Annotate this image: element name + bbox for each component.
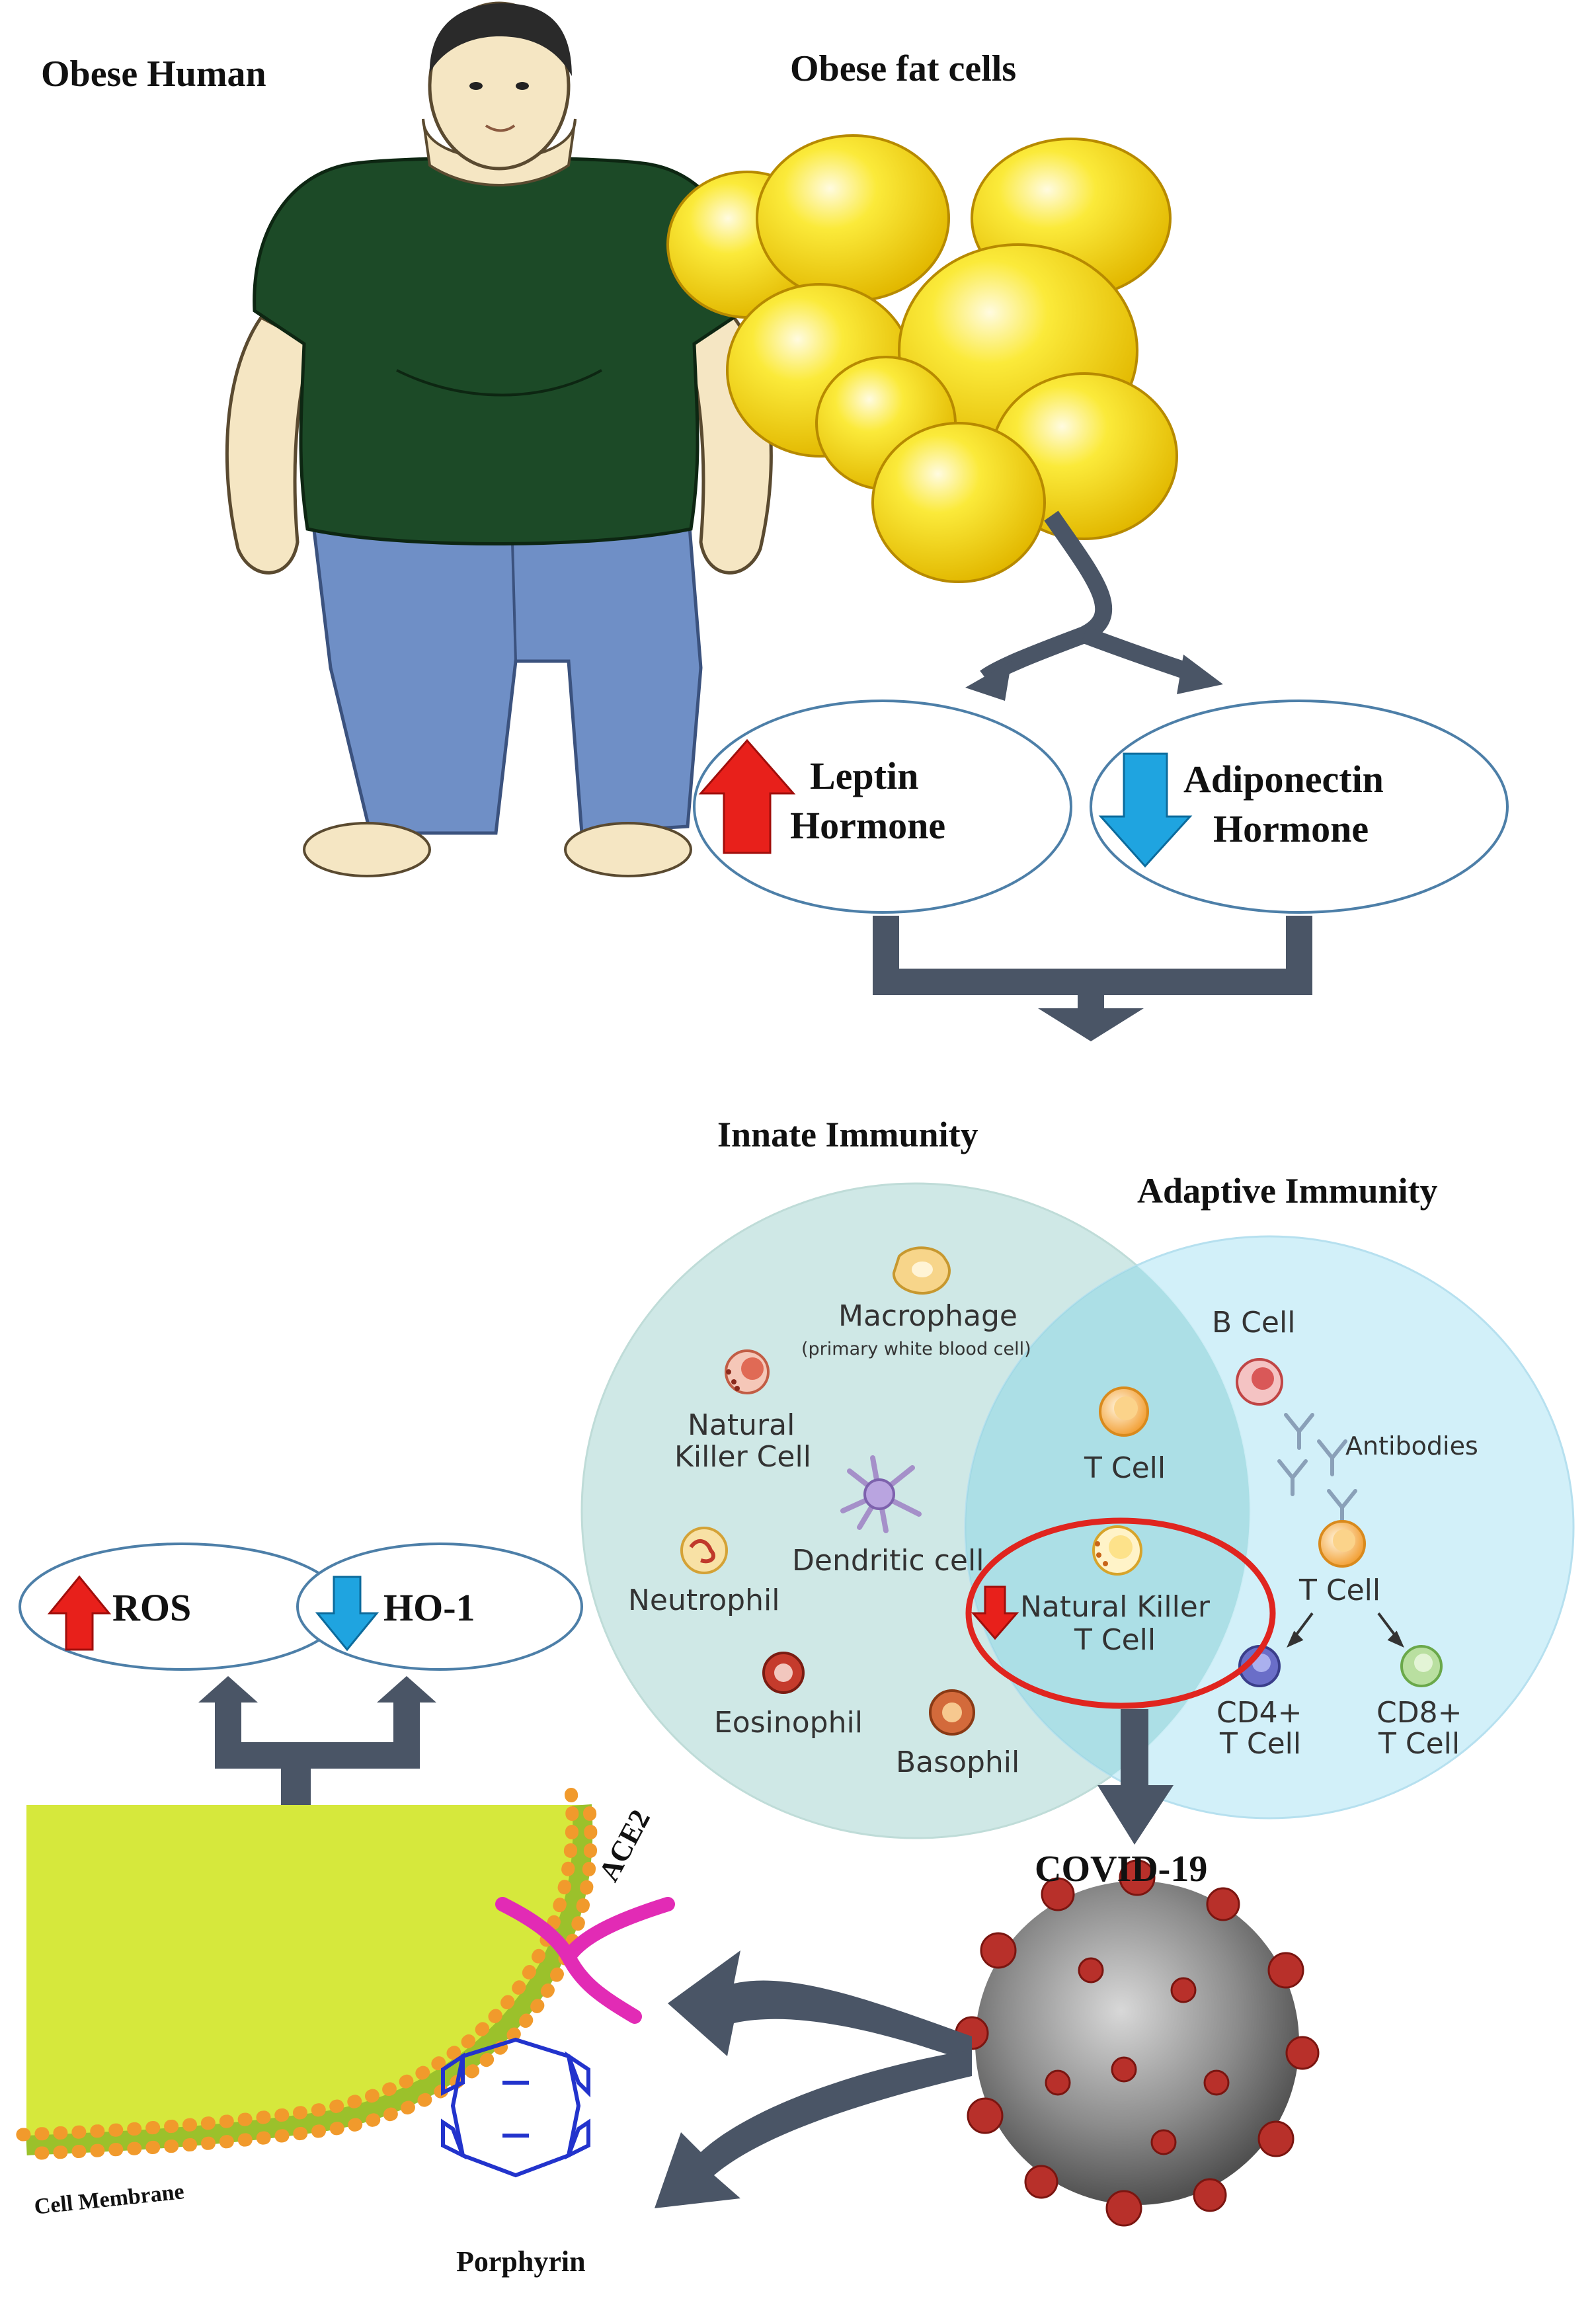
fat-cell-cluster [666,134,1178,583]
neutrophil-cell-icon [680,1527,728,1574]
eosinophil-label: Eosinophil [714,1706,863,1740]
t-cell-adaptive-icon [1318,1520,1366,1568]
nkt-label-line1: Natural Killer [1020,1590,1210,1624]
immunity-overlap [965,1236,1250,1818]
ho1-label: HO-1 [383,1586,475,1629]
macrophage-label: Macrophage [838,1299,1017,1333]
porphyrin-molecule-icon [441,2037,590,2178]
ros-label: ROS [112,1586,192,1629]
nkt-highlight-ring [965,1517,1276,1709]
macrophage-cell-icon [892,1246,951,1295]
antibodies-icon [1277,1413,1357,1526]
covid-19-label: COVID-19 [1035,1849,1208,1890]
basophil-label: Basophil [896,1745,1020,1779]
obese-human-figure [225,1,773,877]
leptin-up-arrow-icon [698,739,796,854]
t-cell-overlap-label: T Cell [1084,1451,1166,1485]
natural-killer-label-line1: Natural [688,1408,795,1442]
macrophage-note-label: (primary white blood cell) [801,1339,1031,1359]
cd8-t-cell-icon [1400,1645,1443,1687]
antibodies-label: Antibodies [1345,1431,1478,1461]
nkt-label-line2: T Cell [1074,1623,1156,1657]
nkt-down-arrow-icon [971,1585,1019,1640]
adiponectin-label: Adiponectin [1183,758,1384,801]
adiponectin-down-arrow-icon [1098,752,1193,868]
natural-killer-cell-icon [725,1349,770,1394]
ace2-receptor-icon [495,1897,675,2024]
cd4-label-line2: T Cell [1220,1727,1302,1761]
covid-virus-icon [955,1859,1320,2227]
dendritic-cell-label: Dendritic cell [792,1544,984,1578]
natural-killer-t-cell-icon [1092,1525,1142,1576]
fat-to-hormone-arrow [965,510,1223,701]
neutrophil-label: Neutrophil [628,1583,780,1617]
porphyrin-label: Porphyrin [456,2245,586,2278]
nkt-to-covid-arrow [1097,1709,1174,1845]
adiponectin-hormone-label: Hormone [1213,807,1369,850]
adaptive-immunity-title: Adaptive Immunity [1137,1171,1438,1211]
cd4-t-cell-icon [1238,1645,1281,1687]
leptin-label: Leptin [810,754,919,797]
obese-human-label: Obese Human [41,54,266,95]
basophil-cell-icon [929,1689,975,1736]
natural-killer-label-line2: Killer Cell [674,1440,811,1474]
ros-up-arrow-icon [47,1575,112,1651]
cd4-label-line1: CD4+ [1216,1696,1302,1730]
leptin-ellipse [693,700,1072,914]
b-cell-icon [1236,1358,1283,1406]
adiponectin-ellipse [1090,700,1509,914]
hormone-merge-arrow [873,916,1312,1041]
cd8-label-line2: T Cell [1378,1727,1460,1761]
cell-membrane-illustration [9,1788,598,2160]
innate-immunity-title: Innate Immunity [717,1115,978,1154]
membrane-to-stress-arrow [198,1676,436,1808]
ho1-down-arrow-icon [315,1576,379,1652]
covid-to-membrane-arrows [655,1950,972,2208]
obese-fat-cells-label: Obese fat cells [790,48,1017,89]
t-cell-overlap-icon [1099,1386,1149,1437]
b-cell-label: B Cell [1212,1306,1296,1340]
cd8-label-line1: CD8+ [1376,1696,1462,1730]
eosinophil-cell-icon [762,1652,805,1694]
t-cell-adaptive-label: T Cell [1299,1574,1381,1607]
ho1-ellipse [296,1543,583,1671]
t-cell-branch-arrows [1287,1612,1404,1648]
dendritic-cell-icon [840,1455,922,1533]
leptin-hormone-label: Hormone [790,804,946,847]
